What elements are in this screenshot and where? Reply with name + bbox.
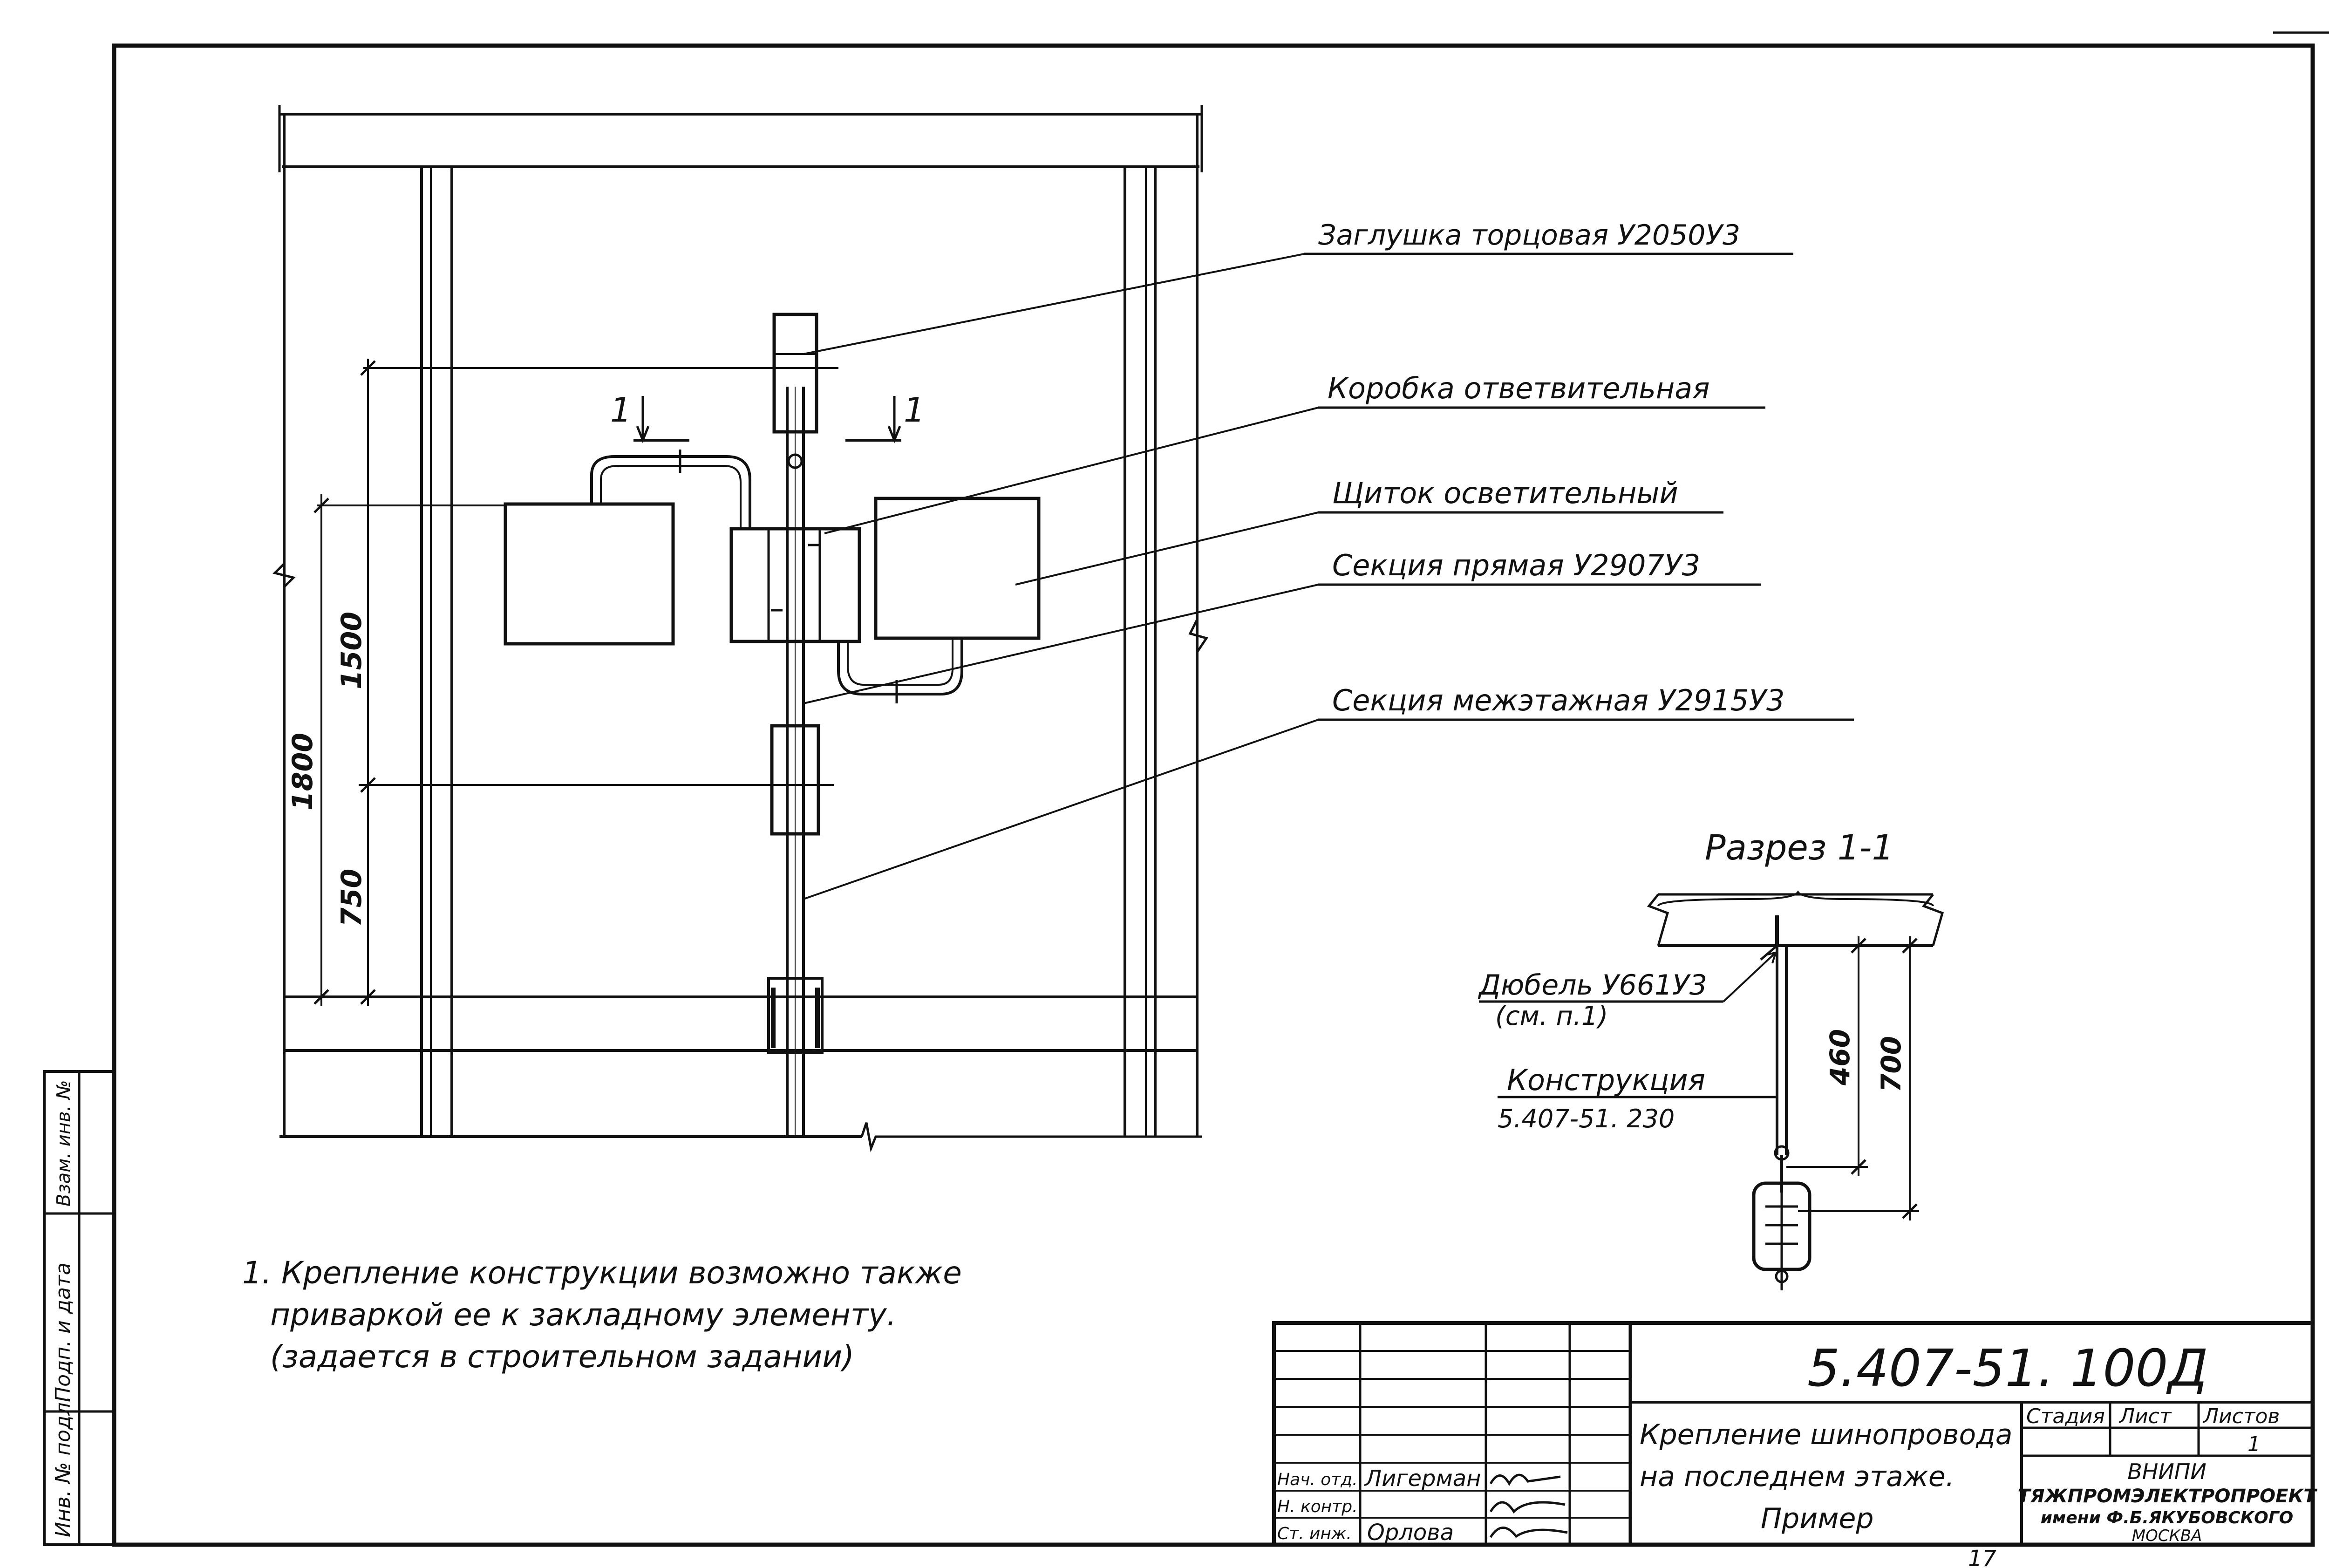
cut-mark-left: 1 [610, 390, 632, 429]
role-1: Нач. отд. [1277, 1470, 1358, 1489]
org-line-2: ТЯЖПРОМЭЛЕКТРОПРОЕКТ [2018, 1486, 2318, 1507]
lighting-panel-left [504, 502, 675, 646]
note-line-3: (задается в строительном задании) [270, 1339, 854, 1375]
callout-end-cap: Заглушка торцовая У2050У3 [1318, 219, 1740, 252]
role-1-name: Лигерман [1364, 1466, 1481, 1492]
sheet-label: Лист [2118, 1404, 2172, 1428]
callout-lighting-panel: Щиток осветительный [1332, 476, 1678, 510]
elevation-view: 1 1 1800 1500 750 [272, 105, 1208, 1152]
callout-straight-section: Секция прямая У2907У3 [1332, 548, 1700, 582]
callout-leaders [803, 252, 1854, 900]
title-line-2: на последнем этаже. [1640, 1460, 1954, 1493]
dim-460: 460 [1824, 1029, 1856, 1086]
section-view: Разрез 1-1 460 700 [1478, 828, 1944, 1290]
dim-750: 750 [335, 869, 368, 927]
sheets-label: Листов [2202, 1404, 2280, 1428]
role-2: Н. контр. [1277, 1497, 1358, 1516]
section-construction-ref: 5.407-51. 230 [1498, 1104, 1675, 1133]
section-title: Разрез 1-1 [1705, 828, 1894, 868]
dim-1500: 1500 [335, 612, 368, 689]
page-number: 17 [1968, 1546, 1997, 1568]
signature-3 [1489, 1527, 1568, 1538]
lighting-panel-right [874, 497, 1041, 640]
org-line-3: имени Ф.Б.ЯКУБОВСКОГО [2041, 1508, 2294, 1527]
org-line-1: ВНИПИ [2127, 1459, 2206, 1484]
note-line-1: 1. Крепление конструкции возможно также [242, 1255, 962, 1291]
side-stamp-inv-no: Инв. № подл. [51, 1396, 75, 1537]
sheets-value: 1 [2247, 1432, 2261, 1456]
callout-junction-box: Коробка ответвительная [1328, 371, 1710, 405]
role-3-name: Орлова [1367, 1520, 1454, 1546]
title-line-1: Крепление шинопровода [1640, 1418, 2012, 1451]
doc-code: 5.407-51. 100Д [1807, 1338, 2208, 1398]
side-stamp: Инв. № подл. Подп. и дата Взам. инв. № [43, 1070, 116, 1546]
callout-interfloor-section: Секция межэтажная У2915У3 [1332, 683, 1784, 717]
notes: 1. Крепление конструкции возможно также … [242, 1255, 962, 1375]
side-stamp-sign-date: Подп. и дата [51, 1262, 75, 1402]
callout-texts: Заглушка торцовая У2050У3 Коробка ответв… [1318, 219, 1784, 717]
side-stamp-replace-inv: Взам. инв. № [53, 1080, 75, 1207]
stage-label: Стадия [2026, 1404, 2105, 1428]
dim-1800: 1800 [286, 733, 319, 811]
signature-2 [1489, 1501, 1566, 1513]
org-line-4: МОСКВА [2132, 1527, 2202, 1545]
busway-end-cap [772, 313, 818, 434]
interfloor-coupling [770, 724, 820, 836]
section-construction: Конструкция [1507, 1063, 1705, 1097]
section-dowel-note: (см. п.1) [1495, 1001, 1608, 1031]
sheet-frame [112, 31, 2329, 1547]
section-dowel: Дюбель У661У3 [1478, 969, 1707, 1002]
cut-mark-right: 1 [904, 390, 925, 429]
title-block: 5.407-51. 100Д Крепление шинопровода на … [1272, 1321, 2318, 1547]
junction-box [729, 527, 861, 643]
title-line-3: Пример [1761, 1502, 1873, 1535]
dim-700: 700 [1875, 1036, 1907, 1092]
role-3: Ст. инж. [1277, 1524, 1352, 1543]
note-line-2: приваркой ее к закладному элементу. [270, 1297, 896, 1333]
signature-1 [1489, 1473, 1561, 1486]
